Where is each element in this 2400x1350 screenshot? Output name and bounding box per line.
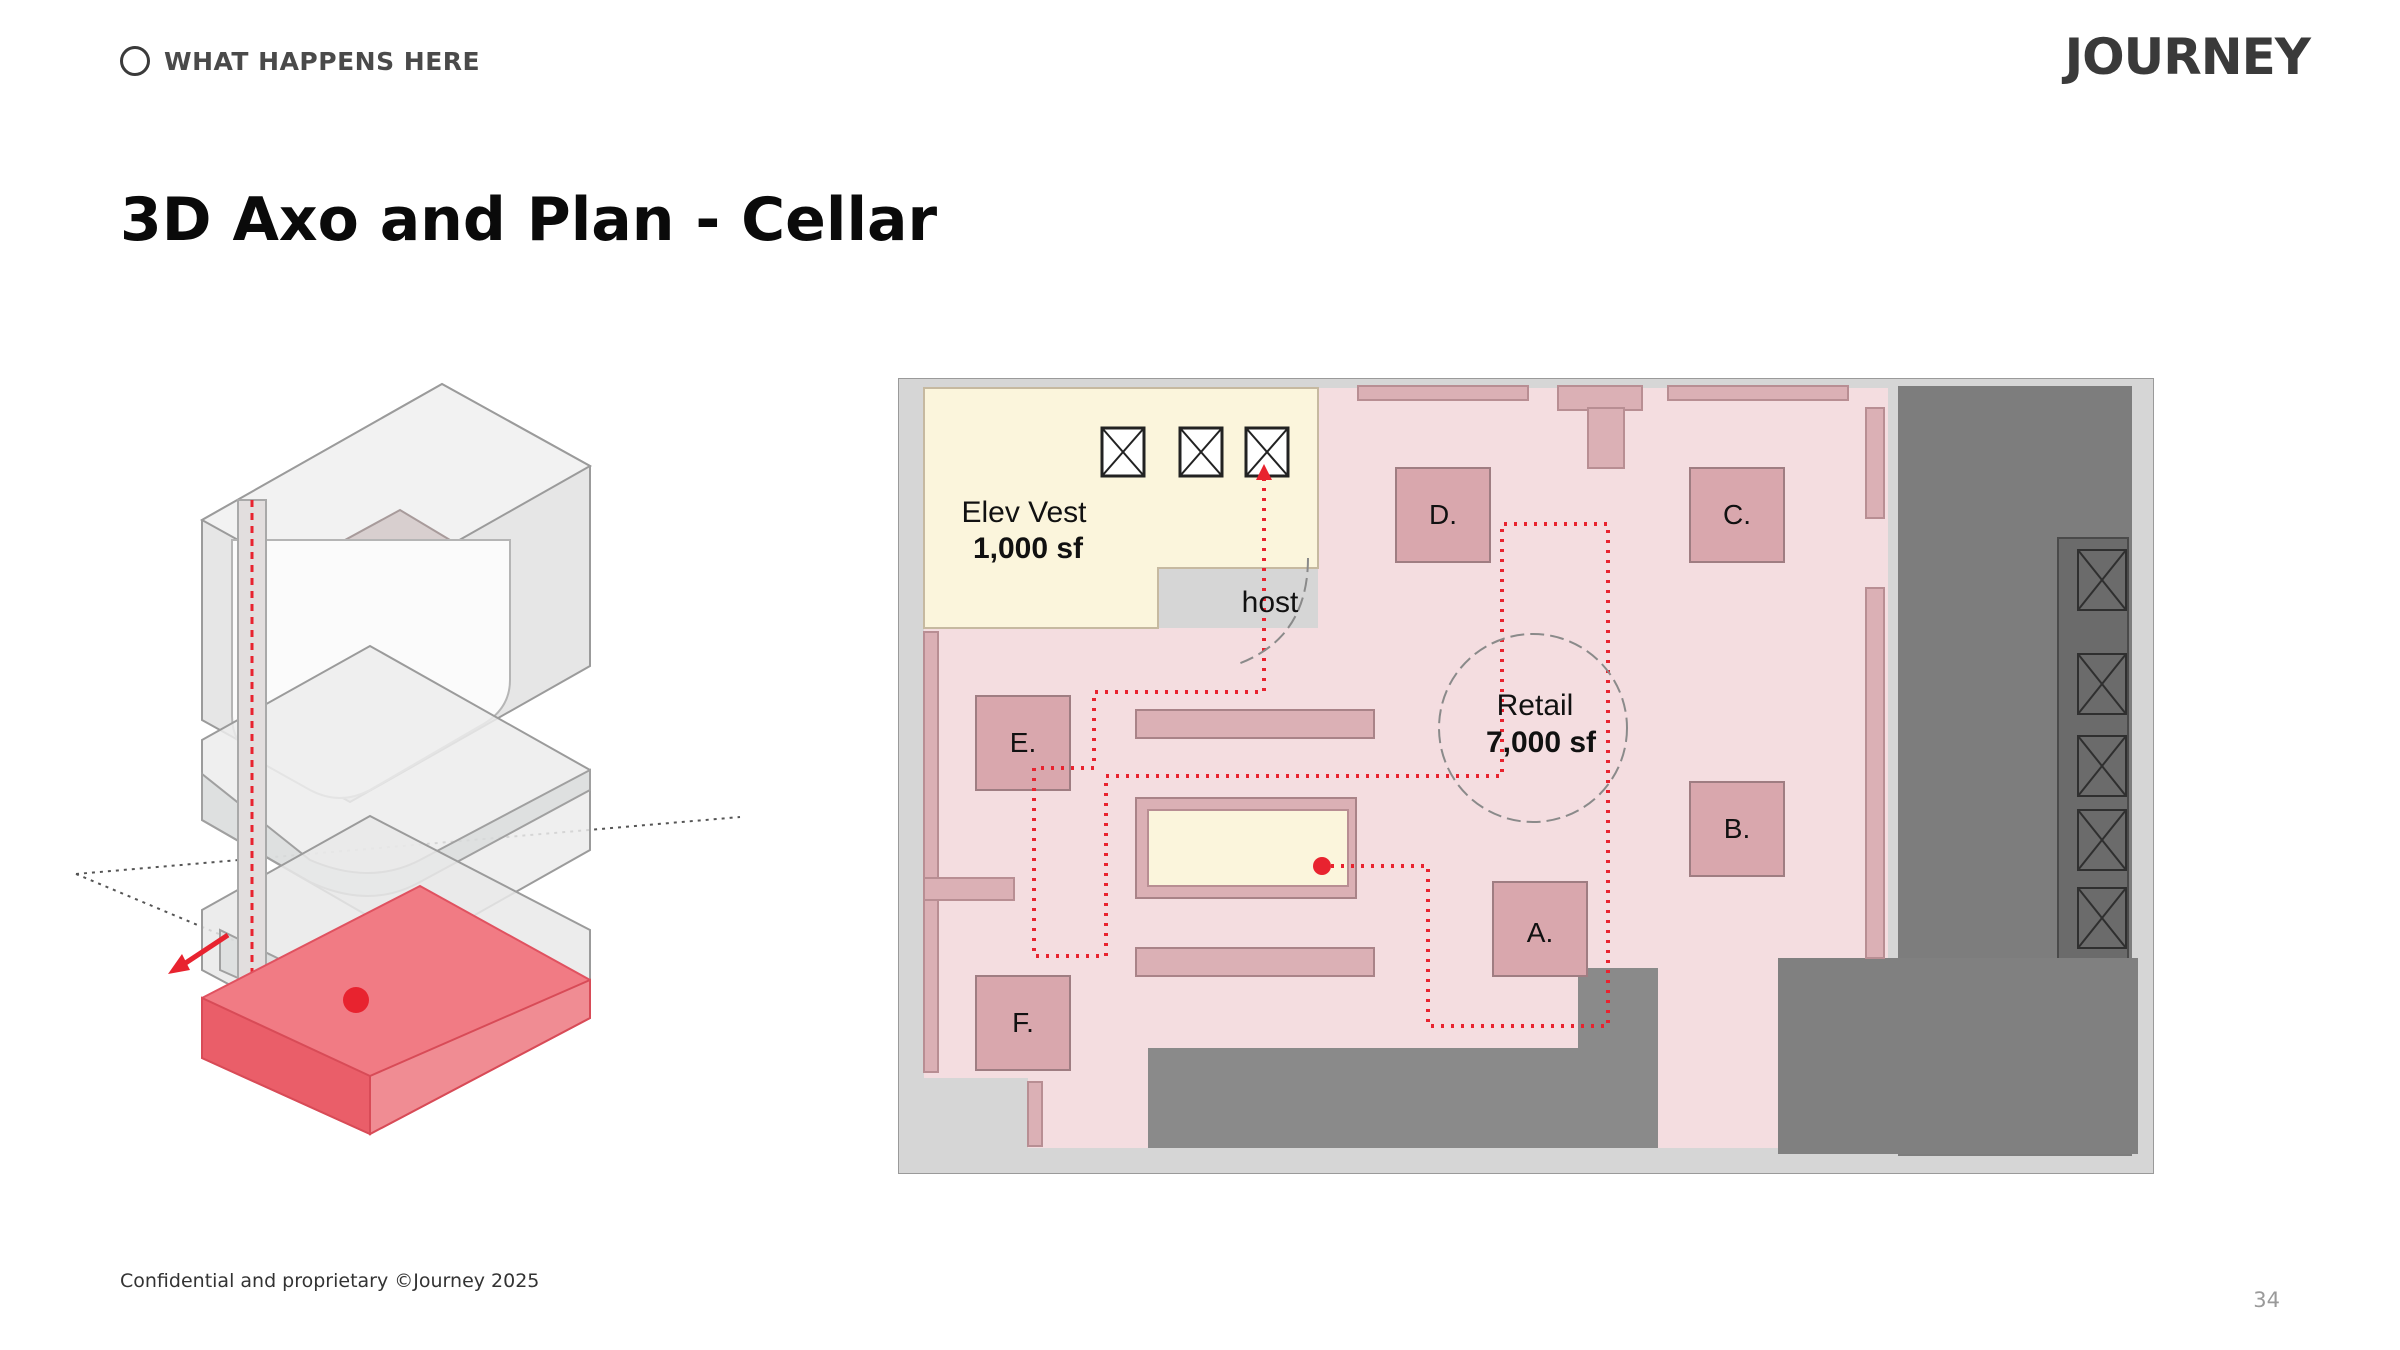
circulation-path bbox=[1032, 478, 1610, 1028]
display-tables bbox=[975, 467, 1785, 1071]
retail-area-label: 7,000 sf bbox=[1486, 726, 1597, 759]
service-gray bbox=[1778, 958, 2138, 1154]
elev-vest-area: 1,000 sf bbox=[973, 532, 1084, 565]
display-c bbox=[1689, 467, 1785, 563]
floor-plan: Elev Vest 1,000 sf host Retail 7,000 sf … bbox=[898, 378, 2154, 1174]
confidential-notice: Confidential and proprietary ©Journey 20… bbox=[120, 1270, 540, 1292]
start-dot bbox=[1313, 857, 1331, 875]
display-b-label: B. bbox=[1724, 813, 1750, 844]
section-line-2 bbox=[75, 873, 401, 1011]
display-d-label: D. bbox=[1429, 499, 1457, 530]
stair-landing bbox=[1147, 809, 1349, 887]
section-header: WHAT HAPPENS HERE bbox=[120, 46, 480, 76]
exit-arrow-head bbox=[168, 954, 190, 974]
elev-vest-label: Elev Vest bbox=[961, 496, 1087, 529]
section-label: WHAT HAPPENS HERE bbox=[164, 46, 481, 76]
display-e-label: E. bbox=[1010, 727, 1036, 758]
page-title: 3D Axo and Plan - Cellar bbox=[120, 185, 938, 255]
path-arrow-up bbox=[1256, 464, 1272, 480]
display-e bbox=[975, 695, 1071, 791]
floor-plan-svg: Elev Vest 1,000 sf host Retail 7,000 sf … bbox=[898, 378, 2154, 1174]
page-number: 34 bbox=[2253, 1288, 2280, 1312]
journey-logo: JOURNEY bbox=[2064, 28, 2311, 86]
axonometric-diagram bbox=[70, 370, 750, 1150]
elevator-cabs bbox=[1100, 426, 1290, 478]
cellar-side bbox=[369, 978, 591, 1136]
display-f bbox=[975, 975, 1071, 1071]
retail-label: Retail bbox=[1497, 689, 1574, 722]
display-c-label: C. bbox=[1723, 499, 1751, 530]
section-circle-icon bbox=[120, 46, 150, 76]
back-of-house-gray bbox=[1148, 968, 1658, 1148]
display-d bbox=[1395, 467, 1491, 563]
display-f-label: F. bbox=[1012, 1007, 1034, 1038]
perimeter-walls bbox=[923, 385, 1885, 1147]
display-b bbox=[1689, 781, 1785, 877]
display-a bbox=[1492, 881, 1588, 977]
location-dot bbox=[343, 987, 369, 1013]
exit-arrow bbox=[176, 932, 230, 971]
core-elevator-cabs bbox=[2077, 549, 2127, 949]
axonometric-svg bbox=[75, 382, 741, 1136]
host-arc bbox=[1237, 557, 1309, 665]
display-a-label: A. bbox=[1527, 917, 1553, 948]
host-label: host bbox=[1242, 586, 1299, 619]
retail-zone-circle bbox=[1438, 633, 1628, 823]
